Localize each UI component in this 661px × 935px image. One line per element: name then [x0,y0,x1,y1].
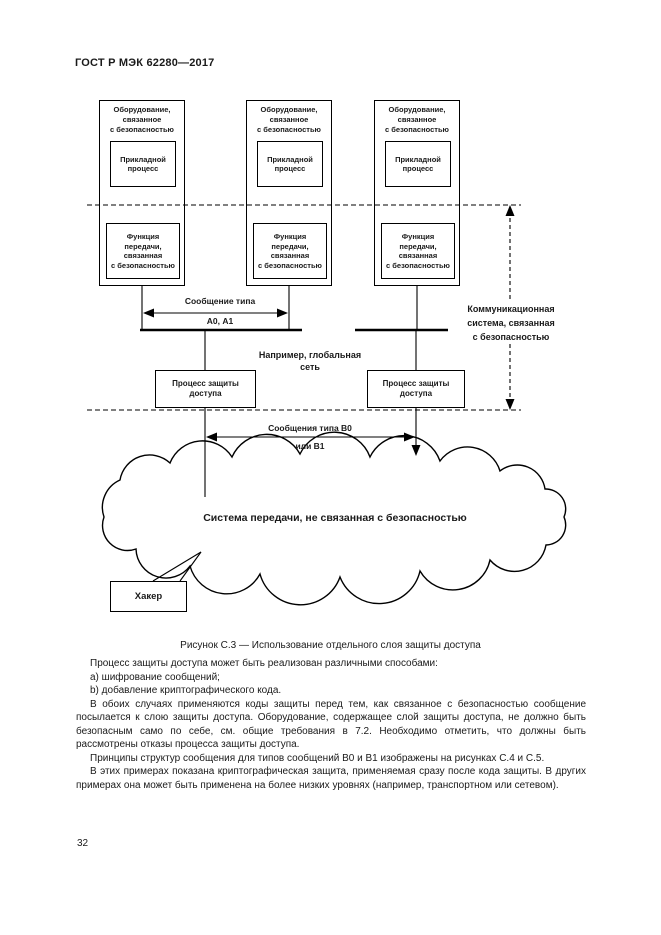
application-process-box: Прикладной процесс [110,141,176,187]
message-a-arrow-left [143,308,154,318]
application-process-box: Прикладной процесс [257,141,323,187]
paragraph: Принципы структур сообщения для типов со… [90,752,545,764]
standard-number: ГОСТ Р МЭК 62280—2017 [75,57,215,69]
arrowheads [143,205,515,456]
equipment-label: Оборудование, связанное с безопасностью [110,105,174,134]
transfer-function-box: Функция передачи, связанная с безопаснос… [106,223,180,279]
hacker-pointer-line-left [152,551,202,582]
paragraph: а) шифрование сообщений; [90,671,220,683]
hacker-box: Хакер [110,581,187,612]
comm-system-label: Коммуникационная система, связанная с бе… [448,302,574,344]
message-type-a-label-line1: Сообщение типа [184,296,256,306]
access-protection-box: Процесс защиты доступа [155,370,256,408]
paragraph: В этих примерах показана криптографическ… [76,766,586,791]
boundary-arrow-up [505,205,515,216]
transfer-function-box: Функция передачи, связанная с безопаснос… [253,223,327,279]
paragraph: Процесс защиты доступа может быть реализ… [90,658,438,669]
boundary-arrow-down [505,399,515,410]
message-b-arrow-right [404,432,415,442]
figure-caption: Рисунок С.3 — Использование отдельного с… [180,640,481,651]
cloud-label: Система передачи, не связанная с безопас… [203,512,467,524]
transfer-function-box: Функция передачи, связанная с безопаснос… [381,223,455,279]
equipment-box: Оборудование, связанное с безопасностью … [99,100,185,286]
page-number: 32 [77,838,89,849]
message-b-arrow-left [206,432,217,442]
paragraph: b) добавление криптографического кода. [90,685,282,696]
body-text: Процесс защиты доступа может быть реализ… [76,657,586,792]
message-a-arrow-right [277,308,288,318]
hacker-pointer-line-right [179,551,202,582]
application-process-box: Прикладной процесс [385,141,451,187]
equipment-box: Оборудование, связанное с безопасностью … [374,100,460,286]
paragraph: В обоих случаях применяются коды защиты … [76,698,586,751]
equipment-label: Оборудование, связанное с безопасностью [385,105,449,134]
message-type-b-label-line1: Сообщения типа В0 [268,423,352,433]
message-type-b-label-line2: или В1 [295,441,325,451]
access-protection-box: Процесс защиты доступа [367,370,465,408]
equipment-box: Оборудование, связанное с безопасностью … [246,100,332,286]
message-type-a-label-line2: А0, А1 [206,316,234,326]
cloud-shape [101,431,567,606]
network-example-label: Например, глобальная сеть [258,350,362,372]
cloud-entry-arrow-down [411,445,421,456]
equipment-label: Оборудование, связанное с безопасностью [257,105,321,134]
